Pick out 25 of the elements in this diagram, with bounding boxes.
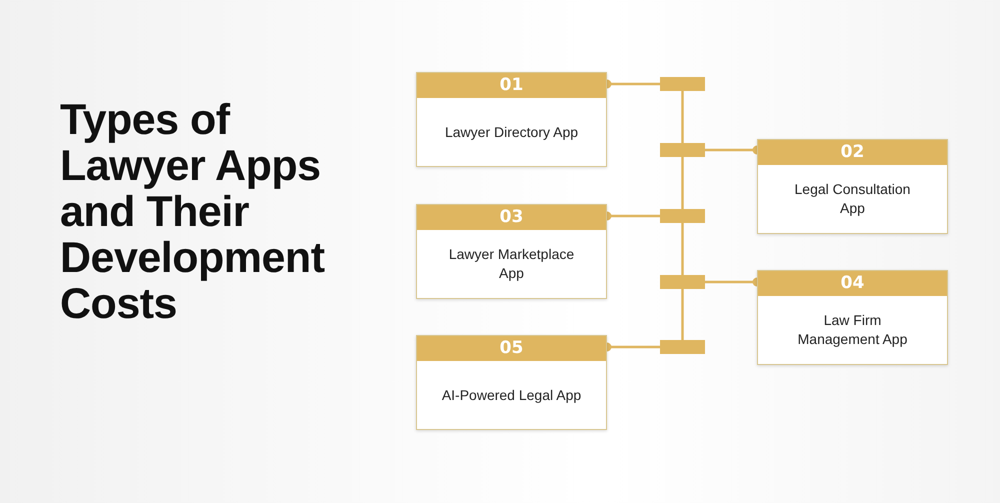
number-label: 04 — [758, 271, 947, 296]
card-text: Legal Consultation App — [794, 180, 912, 218]
heading: Types of Lawyer Apps and Their Development Costs — [60, 97, 326, 327]
app-card — [416, 335, 607, 430]
number-label: 05 — [417, 336, 606, 361]
timeline-line — [681, 289, 684, 340]
timeline-line — [681, 157, 684, 209]
timeline-line — [681, 223, 684, 275]
app-card — [416, 204, 607, 299]
number-label: 01 — [417, 73, 606, 98]
connector-tab — [660, 209, 705, 223]
connector-tab — [660, 143, 705, 157]
card-text: Lawyer Marketplace App — [448, 245, 576, 283]
card-text: AI-Powered Legal App — [442, 386, 582, 404]
app-card — [416, 72, 607, 167]
connector-tab — [660, 77, 705, 91]
number-label: 03 — [417, 205, 606, 230]
timeline-line — [681, 91, 684, 143]
connector-tab — [660, 275, 705, 289]
number-label: 02 — [758, 140, 947, 165]
card-text: Law Firm Management App — [796, 311, 908, 349]
connector-tab — [660, 340, 705, 354]
app-card — [757, 270, 948, 365]
app-card — [757, 139, 948, 234]
card-text: Lawyer Directory App — [444, 122, 578, 142]
